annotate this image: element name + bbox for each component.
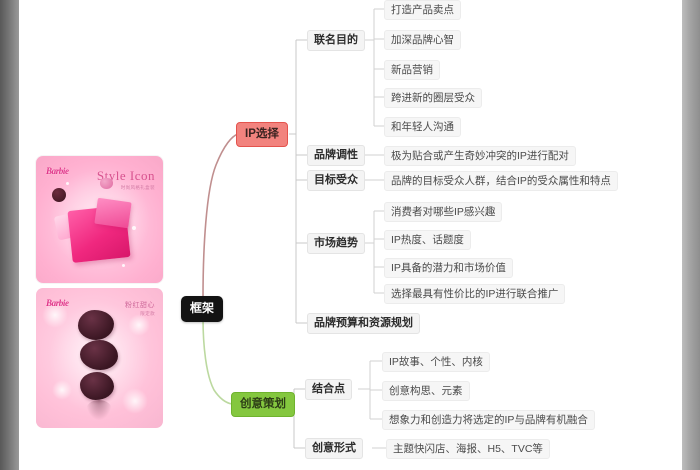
sparkle-icon	[66, 182, 69, 185]
bokeh-icon	[42, 302, 68, 328]
node-root-framework[interactable]: 框架	[181, 296, 224, 322]
node-target-audience[interactable]: 目标受众	[307, 170, 365, 191]
node-creative-format-label: 创意形式	[312, 442, 356, 454]
sparkle-icon	[132, 226, 136, 230]
node-fusion-point[interactable]: 结合点	[305, 379, 352, 400]
leaf-label: 消费者对哪些IP感兴趣	[391, 206, 496, 218]
leaf-label: 加深品牌心智	[391, 34, 454, 46]
barbie-logo-1: Barbie	[46, 166, 69, 176]
node-cobrand-purpose[interactable]: 联名目的	[307, 30, 365, 51]
leaf-product-selling-point[interactable]: 打造产品卖点	[384, 0, 461, 21]
link-market-children	[364, 210, 384, 294]
link-fusion-children	[358, 360, 382, 420]
image-barbie-style-icon[interactable]: Barbie Style Icon 时尚风格礼盒装	[36, 156, 163, 283]
chocolate-reflection	[86, 400, 112, 420]
link-single-leaves	[364, 154, 384, 181]
charm-pink-icon	[100, 178, 113, 189]
leaf-popup-poster-h5-tvc[interactable]: 主题快闪店、海报、H5、TVC等	[386, 439, 550, 460]
chocolate-piece	[80, 372, 114, 400]
leaf-label: 主题快闪店、海报、H5、TVC等	[393, 443, 543, 455]
node-fusion-point-label: 结合点	[312, 383, 345, 395]
leaf-consumer-interest[interactable]: 消费者对哪些IP感兴趣	[384, 202, 503, 223]
leaf-cost-effective-ip[interactable]: 选择最具有性价比的IP进行联合推广	[384, 284, 566, 305]
node-brand-budget-resources[interactable]: 品牌预算和资源规划	[307, 313, 420, 334]
leaf-ip-potential-value[interactable]: IP具备的潜力和市场价值	[384, 258, 513, 279]
node-market-trend[interactable]: 市场趋势	[307, 233, 365, 254]
chocolate-piece	[78, 310, 114, 340]
leaf-label: 跨进新的圈层受众	[391, 92, 475, 104]
node-branch-ip-selection-label: IP选择	[245, 128, 279, 140]
page-gutter-right	[682, 0, 700, 470]
leaf-label: 想象力和创造力将选定的IP与品牌有机融合	[389, 414, 588, 426]
leaf-label: 新品营销	[391, 64, 433, 76]
node-target-audience-label: 目标受众	[314, 174, 358, 186]
link-root-to-creative	[202, 317, 233, 405]
node-brand-tonality-label: 品牌调性	[314, 149, 358, 161]
leaf-tonality-match[interactable]: 极为贴合或产生奇妙冲突的IP进行配对	[384, 146, 576, 167]
leaf-audience-attributes[interactable]: 品牌的目标受众人群，结合IP的受众属性和特点	[384, 171, 618, 192]
node-root-label: 框架	[190, 301, 215, 315]
charm-dark-icon	[52, 188, 66, 202]
page-gutter-left	[0, 0, 19, 470]
node-creative-format[interactable]: 创意形式	[305, 438, 363, 459]
leaf-deepen-brand-mind[interactable]: 加深品牌心智	[384, 30, 461, 51]
node-brand-budget-resources-label: 品牌预算和资源规划	[314, 317, 413, 329]
leaf-label: 创意构思、元素	[389, 385, 463, 397]
node-cobrand-purpose-label: 联名目的	[314, 34, 358, 46]
image-barbie-chocolate[interactable]: Barbie 粉红甜心 限定款	[36, 288, 163, 428]
bokeh-icon	[52, 380, 72, 400]
node-branch-ip-selection[interactable]: IP选择	[236, 122, 288, 148]
chocolate-caption: 粉红甜心 限定款	[125, 300, 155, 317]
leaf-label: 选择最具有性价比的IP进行联合推广	[391, 288, 559, 300]
barbie-logo-2: Barbie	[46, 298, 69, 308]
leaf-label: IP故事、个性、内核	[389, 356, 483, 368]
node-branch-creative-planning-label: 创意策划	[240, 398, 286, 410]
bokeh-icon	[122, 388, 148, 414]
chocolate-headline: 粉红甜心	[125, 301, 155, 309]
node-branch-creative-planning[interactable]: 创意策划	[231, 392, 295, 418]
bokeh-icon	[128, 314, 150, 336]
leaf-label: 和年轻人沟通	[391, 121, 454, 133]
link-purpose-children	[364, 8, 384, 127]
style-icon-subhead: 时尚风格礼盒装	[120, 185, 155, 190]
leaf-label: IP具备的潜力和市场价值	[391, 262, 506, 274]
leaf-communicate-youth[interactable]: 和年轻人沟通	[384, 117, 461, 138]
leaf-label: 品牌的目标受众人群，结合IP的受众属性和特点	[391, 175, 611, 187]
leaf-label: IP热度、话题度	[391, 234, 464, 246]
sparkle-icon	[122, 264, 125, 267]
link-ip-children	[289, 39, 307, 324]
leaf-new-product-marketing[interactable]: 新品营销	[384, 60, 440, 81]
leaf-ip-story-personality-core[interactable]: IP故事、个性、内核	[382, 352, 490, 373]
leaf-creative-concept-elements[interactable]: 创意构思、元素	[382, 381, 470, 402]
leaf-label: 打造产品卖点	[391, 4, 454, 16]
chocolate-subhead: 限定款	[140, 311, 155, 316]
node-brand-tonality[interactable]: 品牌调性	[307, 145, 365, 166]
leaf-imagination-fusion[interactable]: 想象力和创造力将选定的IP与品牌有机融合	[382, 410, 595, 431]
node-market-trend-label: 市场趋势	[314, 237, 358, 249]
link-root-to-ip	[202, 133, 239, 299]
leaf-label: 极为贴合或产生奇妙冲突的IP进行配对	[391, 150, 569, 162]
chocolate-piece	[80, 340, 118, 370]
leaf-ip-popularity[interactable]: IP热度、话题度	[384, 230, 471, 251]
leaf-new-circle-audience[interactable]: 跨进新的圈层受众	[384, 88, 482, 109]
